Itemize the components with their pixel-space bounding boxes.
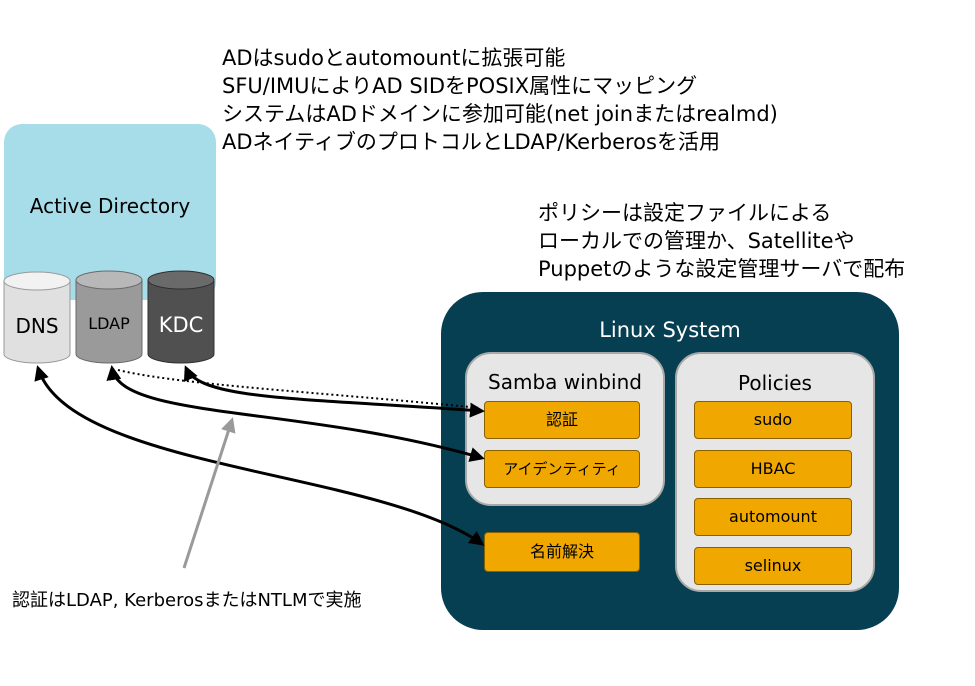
policies-title: Policies bbox=[738, 371, 812, 395]
dns-resolution-arrow bbox=[34, 365, 485, 546]
policy-selinux: selinux bbox=[694, 547, 852, 585]
policy-selinux-label: selinux bbox=[744, 556, 802, 575]
note-line: システムはADドメインに参加可能(net joinまたはrealmd) bbox=[222, 102, 778, 126]
ldap-cylinder bbox=[75, 270, 143, 364]
auth-item: 認証 bbox=[484, 401, 640, 439]
policy-sudo: sudo bbox=[694, 401, 852, 439]
dns-cylinder bbox=[3, 271, 71, 364]
ldap-identity-arrow bbox=[106, 365, 485, 462]
note-line: ローカルでの管理か、Satelliteや bbox=[538, 229, 855, 253]
identity-item-label: アイデンティティ bbox=[503, 460, 621, 478]
samba-winbind-title: Samba winbind bbox=[488, 370, 642, 394]
policy-automount-label: automount bbox=[729, 507, 817, 526]
policy-sudo-label: sudo bbox=[753, 410, 793, 429]
auth-item-label: 認証 bbox=[545, 410, 578, 429]
name-resolution-label: 名前解決 bbox=[529, 542, 594, 561]
linux-system-title: Linux System bbox=[599, 318, 741, 342]
note-line: ポリシーは設定ファイルによる bbox=[538, 201, 832, 225]
note-auth: 認証はLDAP, KerberosまたはNTLMで実施 bbox=[12, 590, 362, 611]
notes-top: ADはsudoとautomountに拡張可能 SFU/IMUによりAD SIDを… bbox=[222, 44, 778, 156]
note-line: Puppetのような設定管理サーバで配布 bbox=[538, 257, 906, 281]
policy-hbac: HBAC bbox=[694, 450, 852, 488]
ldap-label: LDAP bbox=[88, 314, 130, 333]
dns-label: DNS bbox=[15, 314, 59, 338]
note-line: ADネイティブのプロトコルとLDAP/Kerberosを活用 bbox=[222, 130, 720, 154]
policy-hbac-label: HBAC bbox=[750, 459, 796, 478]
note-line: ADはsudoとautomountに拡張可能 bbox=[222, 46, 566, 70]
kdc-label: KDC bbox=[158, 313, 204, 337]
note-line: SFU/IMUによりAD SIDをPOSIX属性にマッピング bbox=[222, 74, 698, 98]
identity-item: アイデンティティ bbox=[484, 450, 640, 488]
notes-policy: ポリシーは設定ファイルによる ローカルでの管理か、Satelliteや Pupp… bbox=[538, 199, 905, 283]
kdc-cylinder bbox=[147, 270, 215, 364]
active-directory-title: Active Directory bbox=[29, 194, 191, 218]
auth-note-pointer bbox=[182, 417, 236, 569]
policy-automount: automount bbox=[694, 498, 852, 536]
name-resolution-item: 名前解決 bbox=[484, 532, 640, 572]
